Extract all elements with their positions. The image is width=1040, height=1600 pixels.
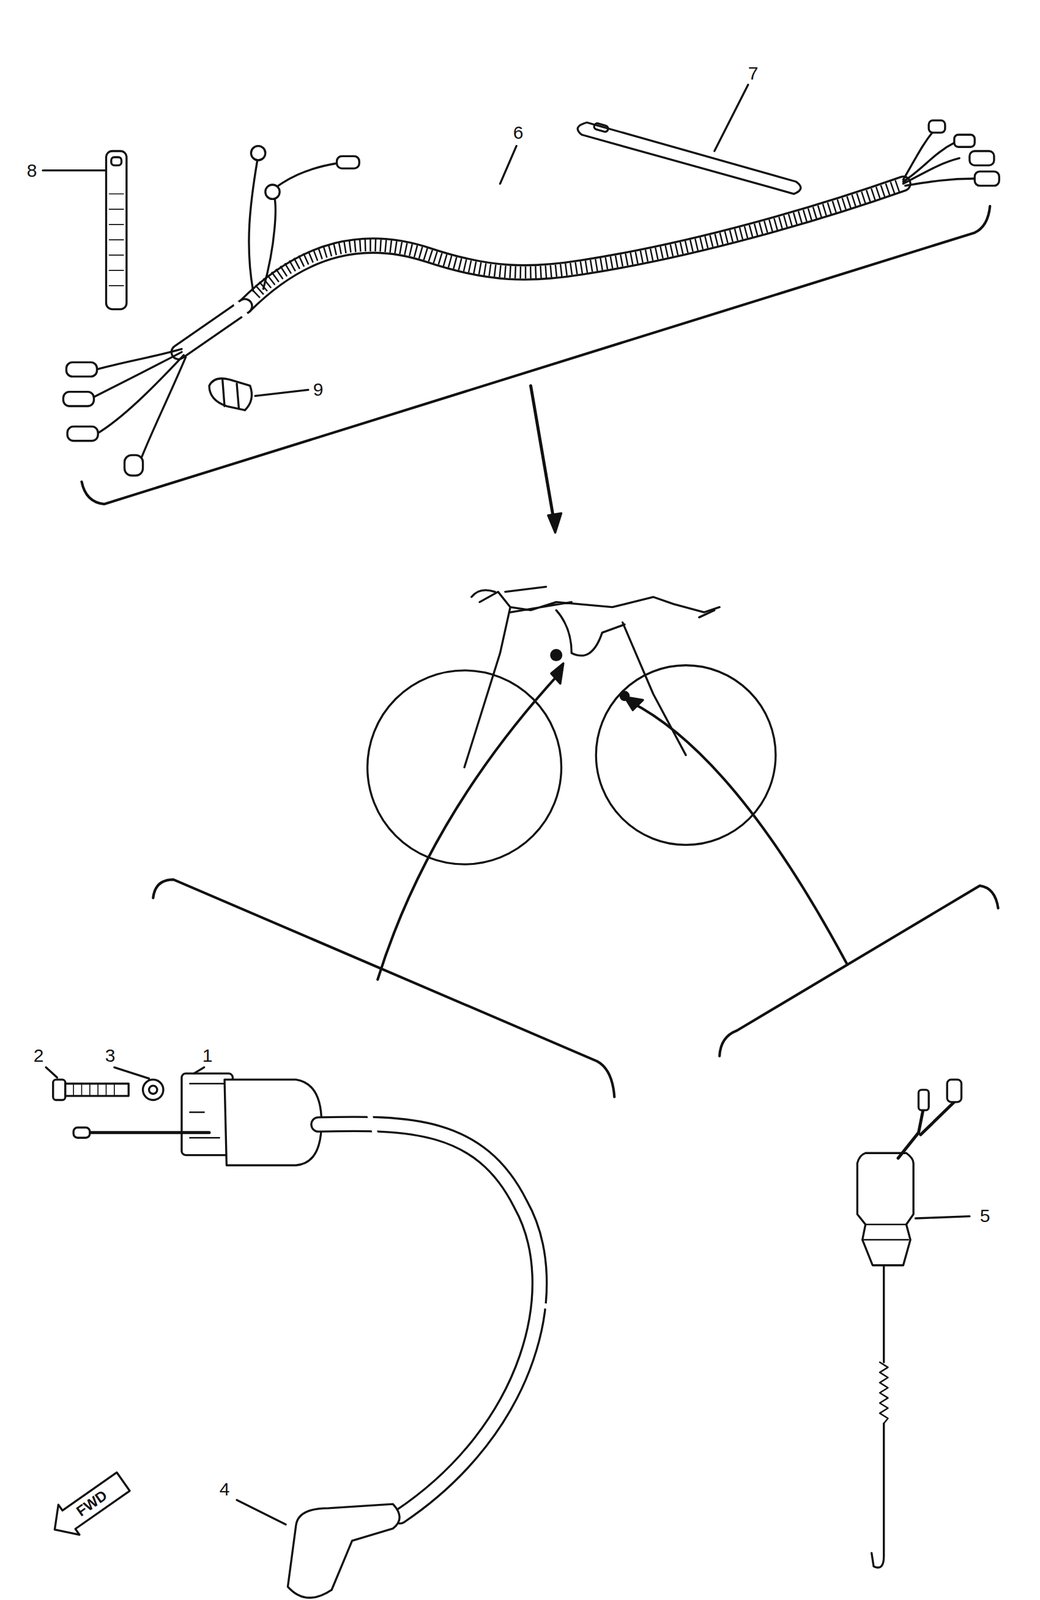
callout-number: 2 — [31, 1045, 46, 1067]
callout-number: 7 — [746, 63, 761, 84]
callout-number: 9 — [311, 379, 326, 401]
callout-number: 4 — [217, 1479, 232, 1501]
callout-number: 1 — [200, 1045, 215, 1067]
direction-label: FWD — [71, 1485, 112, 1522]
callout-number: 3 — [103, 1045, 118, 1067]
callout-number: 6 — [511, 122, 526, 144]
callout-number: 8 — [25, 160, 40, 182]
callout-number: 5 — [978, 1205, 993, 1227]
